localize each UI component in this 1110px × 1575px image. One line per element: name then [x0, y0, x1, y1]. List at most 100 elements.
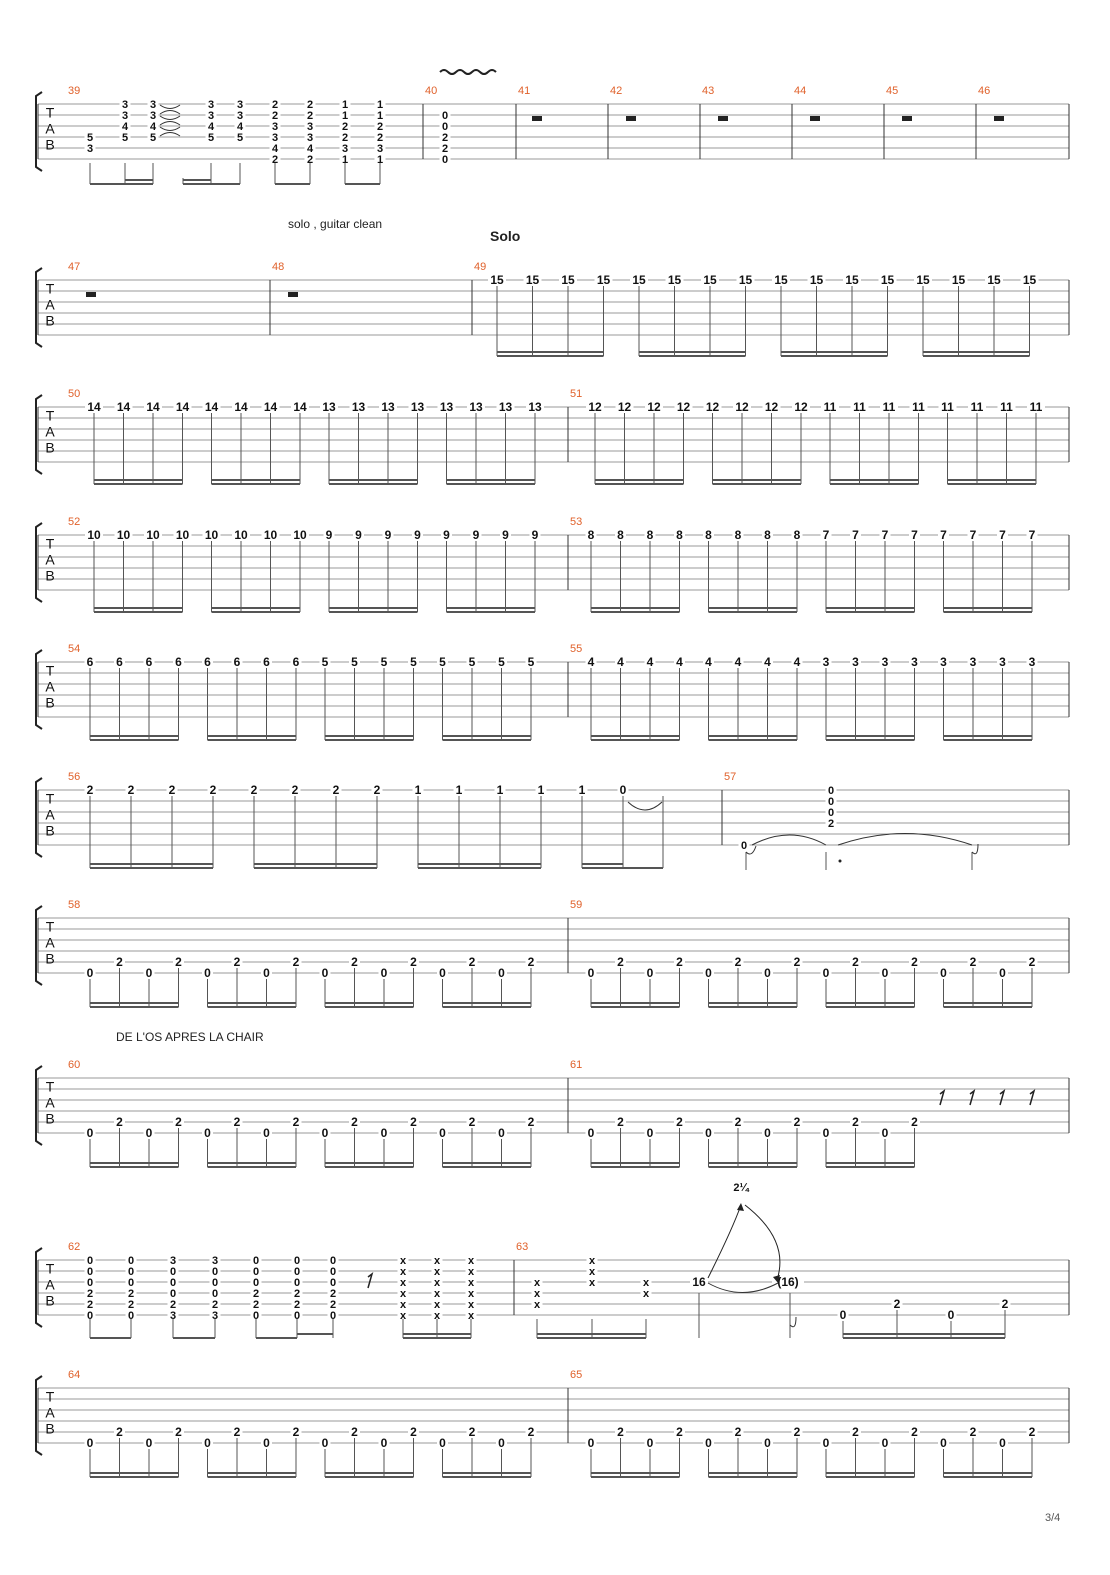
- note-bg: [125, 784, 137, 796]
- note-bg: [290, 956, 302, 968]
- tab-note: 2: [333, 783, 340, 797]
- muted-note: x: [534, 1288, 541, 1300]
- note-bg: [529, 529, 541, 541]
- note-bg: [674, 1426, 685, 1438]
- tab-note: 0: [330, 1255, 336, 1267]
- note-bg: [997, 401, 1016, 413]
- tab-note: 0: [128, 1277, 134, 1289]
- tab-note: 2: [253, 1288, 259, 1300]
- tab-note: 8: [735, 528, 742, 542]
- note-bg: [820, 1437, 832, 1449]
- tab-note: 2: [442, 143, 448, 155]
- tab-note: 9: [414, 528, 421, 542]
- tab-note: 2: [528, 1115, 535, 1129]
- tab-note: 15: [952, 273, 966, 287]
- tab-note: 5: [322, 655, 329, 669]
- note-bg: [1026, 956, 1038, 968]
- tab-note: 0: [253, 1255, 259, 1267]
- note-bg: [143, 967, 155, 979]
- tab-note: 0: [705, 1436, 712, 1450]
- note-bg: [114, 529, 133, 541]
- tab-note: 2: [212, 1299, 218, 1311]
- tab-note: 7: [999, 528, 1006, 542]
- tab-note: 2: [852, 1115, 859, 1129]
- note-bg: [791, 1426, 803, 1438]
- measure-number-59: 59: [570, 899, 582, 911]
- note-bg: [431, 1298, 443, 1310]
- tab-note: 1: [377, 110, 383, 122]
- note-bg: [878, 274, 897, 286]
- note-bg: [997, 1437, 1008, 1449]
- tab-note: 0: [87, 1126, 94, 1140]
- note-bg: [690, 1276, 708, 1288]
- tab-note: 2: [175, 1425, 182, 1439]
- tab-note: 3: [212, 1255, 218, 1267]
- note-bg: [531, 1298, 543, 1310]
- tab-note: 6: [116, 655, 123, 669]
- tab-note: 7: [852, 528, 859, 542]
- note-bg: [909, 956, 920, 968]
- sixteenth-rest: [367, 1272, 374, 1289]
- note-bg: [144, 401, 162, 413]
- note-bg: [1027, 401, 1045, 413]
- note-bg: [703, 1437, 714, 1449]
- tab-note: 13: [381, 400, 395, 414]
- note-bg: [791, 656, 803, 668]
- tab-note: 1: [342, 154, 348, 166]
- note-bg: [339, 131, 351, 143]
- measure-number-48: 48: [272, 261, 284, 273]
- tab-note: 11: [853, 400, 866, 414]
- tab-note: 0: [87, 1436, 94, 1450]
- tab-note: 10: [117, 528, 131, 542]
- tab-note: 2: [234, 1115, 241, 1129]
- tab-clef-letter-t: T: [46, 536, 55, 552]
- tie-arc: [837, 833, 973, 846]
- tab-note: 15: [739, 273, 753, 287]
- tab-note: 6: [175, 655, 182, 669]
- note-bg: [466, 1426, 478, 1438]
- tab-note: 3: [237, 110, 243, 122]
- muted-note: x: [589, 1277, 596, 1289]
- note-bg: [732, 529, 744, 541]
- tie-arc: [159, 126, 181, 131]
- tab-clef-letter-t: T: [46, 791, 55, 807]
- tab-note: 0: [882, 1126, 889, 1140]
- note-bg: [467, 401, 485, 413]
- tab-note: 15: [561, 273, 575, 287]
- note-bg: [825, 817, 837, 829]
- whole-rest: [288, 292, 298, 297]
- measure-number-61: 61: [570, 1059, 582, 1071]
- tab-note: 3: [999, 655, 1006, 669]
- muted-note: x: [434, 1266, 441, 1278]
- note-bg: [439, 153, 451, 165]
- note-bg: [250, 1298, 262, 1310]
- tab-note: 5: [439, 655, 446, 669]
- tab-note: 1: [415, 783, 422, 797]
- tab-note: 15: [1023, 273, 1037, 287]
- tab-note: 8: [617, 528, 624, 542]
- tab-note: 0: [498, 1126, 505, 1140]
- system-bracket: [35, 1247, 43, 1328]
- tab-note: 9: [326, 528, 333, 542]
- note-bg: [166, 784, 178, 796]
- tab-note: 1: [497, 783, 504, 797]
- note-bg: [408, 401, 427, 413]
- note-bg: [465, 1254, 477, 1266]
- tab-note: 1: [538, 783, 545, 797]
- note-bg: [319, 1437, 331, 1449]
- note-bg: [879, 1437, 891, 1449]
- measure-number-42: 42: [610, 85, 622, 97]
- tab-note: 0: [442, 121, 448, 133]
- measure-number-44: 44: [794, 85, 806, 97]
- note-bg: [167, 1265, 179, 1277]
- tab-note: 15: [526, 273, 540, 287]
- tab-note: 2: [676, 1115, 683, 1129]
- note-bg: [825, 806, 837, 818]
- note-bg: [269, 109, 281, 121]
- tab-note: 0: [330, 1310, 336, 1322]
- note-bg: [167, 1309, 179, 1321]
- note-bg: [371, 784, 383, 796]
- note-bg: [167, 1287, 179, 1299]
- measure-number-63: 63: [516, 1241, 528, 1253]
